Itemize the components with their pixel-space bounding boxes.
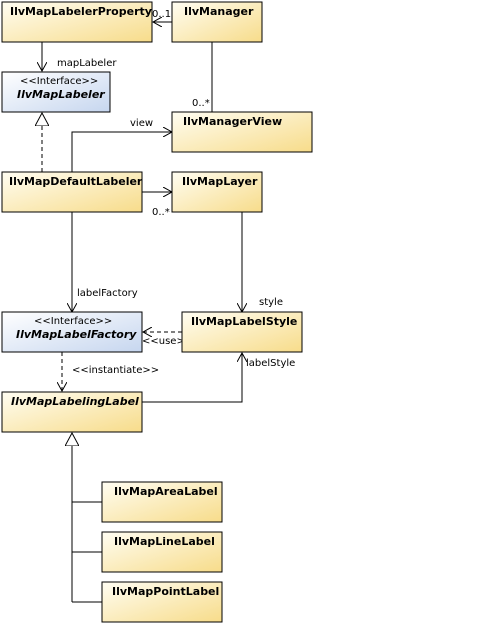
interface-name-label-factory: IlvMapLabelFactory <box>16 328 137 341</box>
stereotype-interface-factory: <<Interface>> <box>34 316 112 327</box>
mult-0-n-layer-label: 0..* <box>152 207 170 218</box>
labelfactory-label: labelFactory <box>77 288 138 299</box>
class-box-manager: IlvManager <box>171 1 263 43</box>
class-box-point-label: IlvMapPointLabel <box>101 581 223 623</box>
class-name-labeling-label: IlvMapLabelingLabel <box>11 395 139 408</box>
class-box-labeler-property: IlvMapLabelerProperty <box>1 1 153 43</box>
class-name-map-layer: IlvMapLayer <box>182 175 258 188</box>
labelstyle-label: labelStyle <box>246 358 295 369</box>
class-box-manager-view: IlvManagerView <box>171 111 313 153</box>
class-name-manager-view: IlvManagerView <box>183 115 282 128</box>
class-box-default-labeler: IlvMapDefaultLabeler <box>1 171 143 213</box>
mult-0-1-label: 0..1 <box>152 9 171 20</box>
edge-labelinglabel-style <box>142 353 242 403</box>
class-box-label-style: IlvMapLabelStyle <box>181 311 303 353</box>
class-box-labeling-label: IlvMapLabelingLabel <box>1 391 143 433</box>
stereotype-interface: <<Interface>> <box>20 76 98 87</box>
interface-box-labeler: <<Interface>> IlvMapLabeler <box>1 71 111 113</box>
class-name-default-labeler: IlvMapDefaultLabeler <box>9 175 143 188</box>
class-name-point-label: IlvMapPointLabel <box>112 585 219 598</box>
class-name-manager: IlvManager <box>184 5 254 18</box>
class-box-map-layer: IlvMapLayer <box>171 171 263 213</box>
use-label: <<use>> <box>142 336 193 347</box>
edge-labeler-view <box>71 132 172 172</box>
class-box-line-label: IlvMapLineLabel <box>101 531 223 573</box>
class-name-labeler-property: IlvMapLabelerProperty <box>10 5 152 18</box>
class-name-line-label: IlvMapLineLabel <box>114 535 215 548</box>
maplabeler-label: mapLabeler <box>57 58 117 69</box>
class-name-area-label: IlvMapAreaLabel <box>114 485 218 498</box>
interface-name-labeler: IlvMapLabeler <box>17 88 105 101</box>
class-box-area-label: IlvMapAreaLabel <box>101 481 223 523</box>
class-name-label-style: IlvMapLabelStyle <box>191 315 297 328</box>
instantiate-label: <<instantiate>> <box>72 365 159 376</box>
style-label: style <box>259 297 283 308</box>
interface-box-label-factory: <<Interface>> IlvMapLabelFactory <box>1 311 143 353</box>
mult-0-n-view-label: 0..* <box>192 98 210 109</box>
view-label: view <box>130 118 153 129</box>
